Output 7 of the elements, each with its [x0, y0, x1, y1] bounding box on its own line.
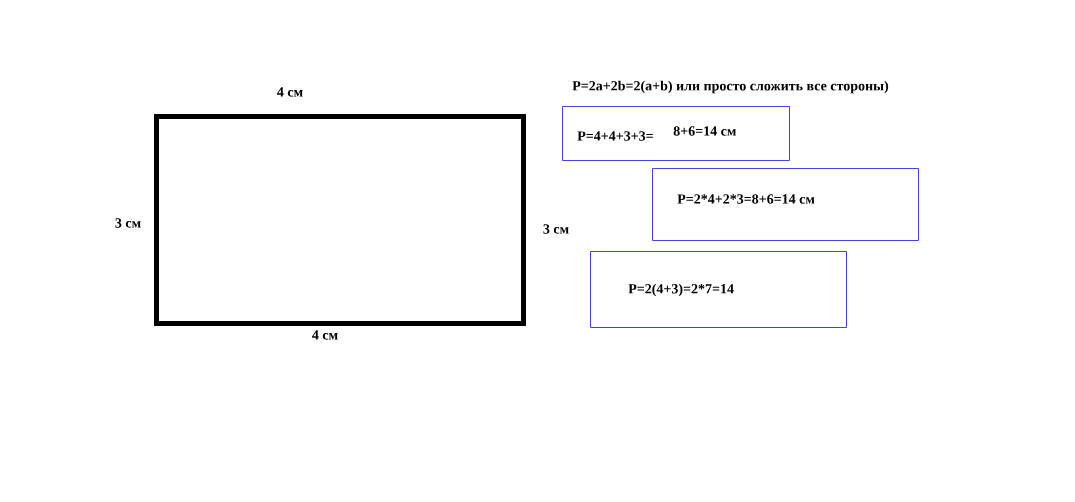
- formula-box: P=4+4+3+3= 8+6=14 см: [562, 106, 790, 161]
- dimension-label: 3 см: [543, 224, 569, 234]
- formula-box: P=2*4+2*3=8+6=14 см: [652, 168, 919, 241]
- rectangle-drawing: [154, 114, 526, 326]
- dimension-label: 4 см: [277, 87, 303, 97]
- dimension-label: 3 см: [115, 218, 141, 228]
- formula-box: P=2(4+3)=2*7=14: [590, 251, 847, 328]
